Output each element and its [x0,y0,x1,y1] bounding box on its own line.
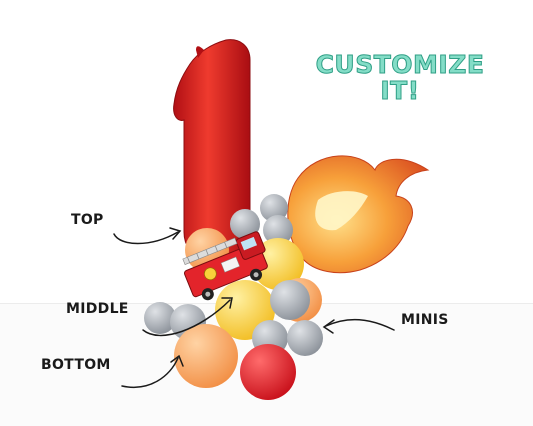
label-middle: MIDDLE [66,301,129,317]
label-minis: MINIS [401,312,449,328]
curved-arrow-icon [142,297,233,337]
label-bottom: BOTTOM [41,357,111,373]
label-top: TOP [71,212,104,228]
mini-balloon [287,320,323,356]
fire-truck-icon [182,231,268,301]
customize-headline: CUSTOMIZE IT! [300,50,500,105]
flame-balloon [287,155,430,274]
number-one-balloon [173,39,251,257]
mini-balloon [270,280,310,320]
mini-balloon [260,194,288,222]
mini-balloon [230,209,260,239]
orange-balloon [174,324,238,388]
mini-balloon [263,215,293,245]
headline-line-2: IT! [380,76,420,105]
headline-line-1: CUSTOMIZE [315,50,485,79]
mini-balloon [144,302,176,334]
curved-arrow-icon [322,318,395,334]
curved-arrow-icon [113,227,182,245]
curved-arrow-icon [121,354,184,388]
red-balloon [240,344,296,400]
